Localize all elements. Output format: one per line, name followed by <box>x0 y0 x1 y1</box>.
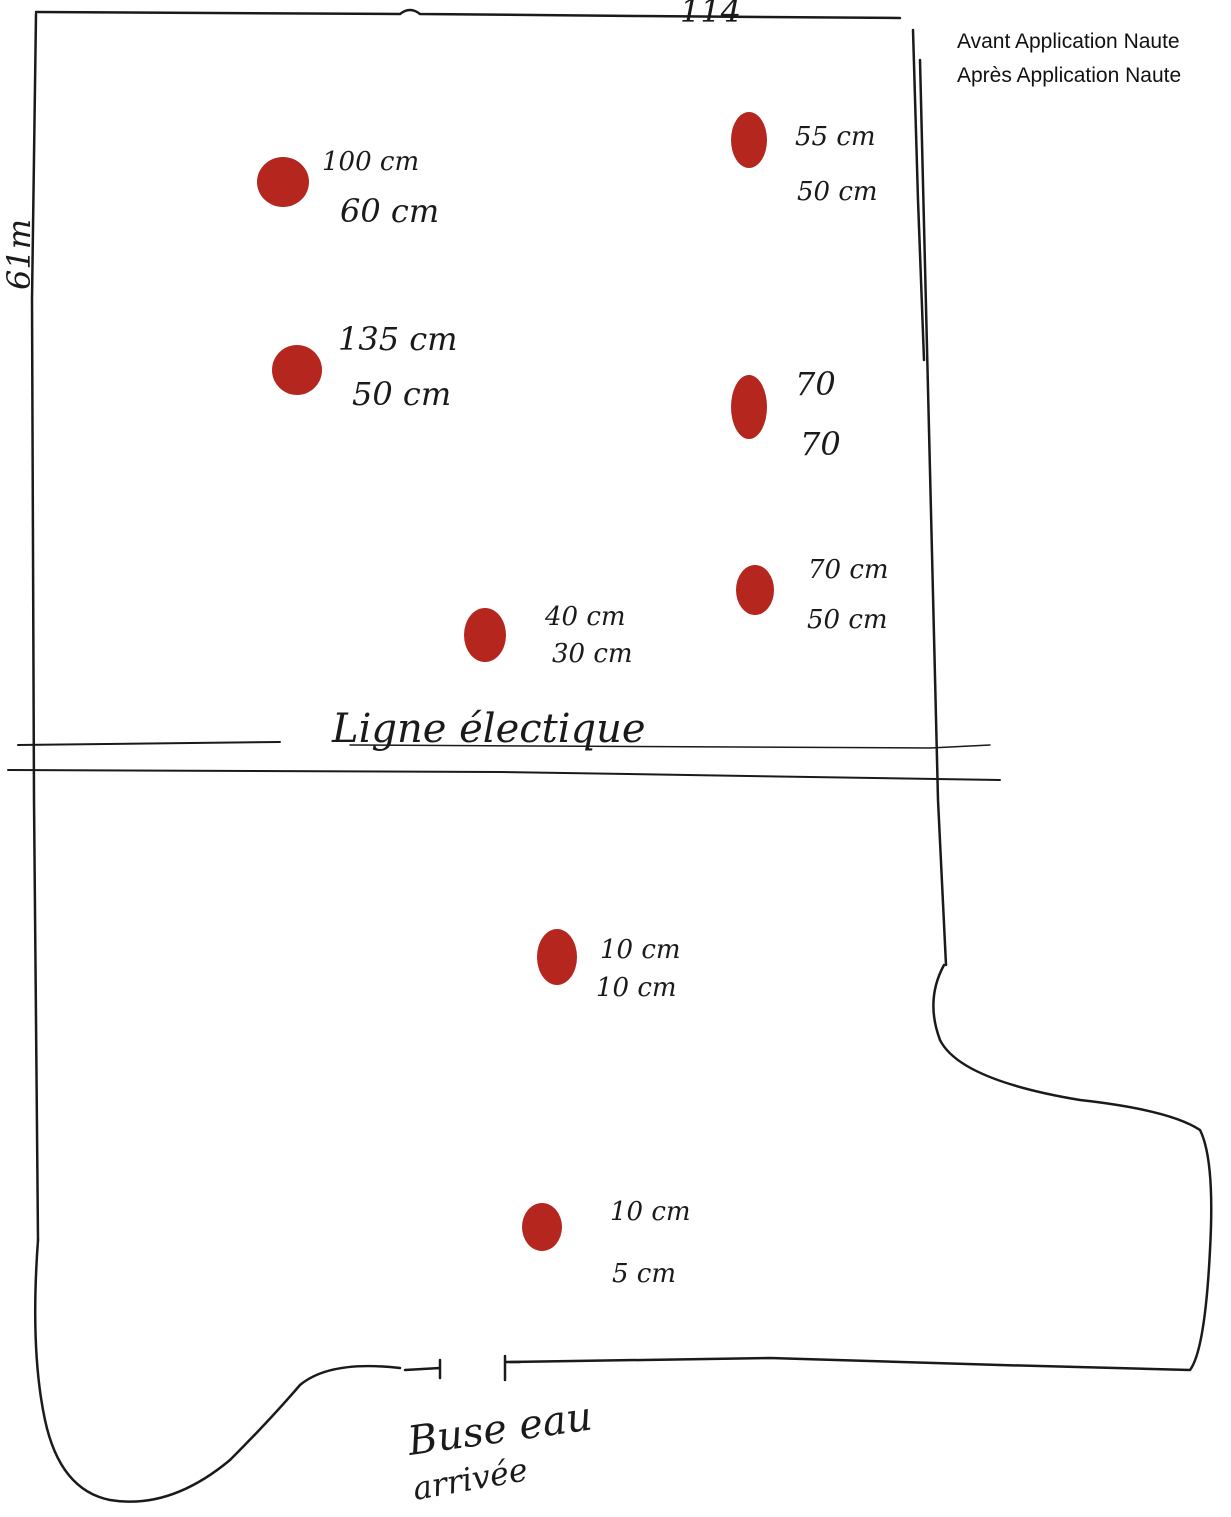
measure-point: 55 cm 50 cm <box>731 112 878 207</box>
measure-point: 100 cm 60 cm <box>257 147 439 230</box>
marker-dot <box>736 565 774 615</box>
value-after: 30 cm <box>552 639 633 669</box>
power-line-label: Ligne électique <box>331 706 646 752</box>
measure-point: 135 cm 50 cm <box>272 320 458 413</box>
legend-after-text: Après Application Naute <box>957 64 1182 87</box>
value-after: 50 cm <box>807 605 888 635</box>
power-line <box>7 741 1001 781</box>
value-after: 50 cm <box>352 375 451 413</box>
marker-dot <box>731 375 767 439</box>
plot-outline <box>30 8 1213 1503</box>
marker-dot <box>522 1203 562 1251</box>
pipe-marker <box>403 1354 522 1382</box>
value-before: 40 cm <box>544 602 626 632</box>
marker-dot <box>537 929 577 985</box>
value-before: 70 cm <box>808 555 889 585</box>
measure-point: 70 cm 50 cm <box>736 555 889 635</box>
legend-before-text: Avant Application Naute <box>957 30 1180 53</box>
value-before: 10 cm <box>610 1197 691 1227</box>
value-after: 5 cm <box>612 1259 676 1289</box>
value-before: 135 cm <box>338 320 458 358</box>
value-after: 10 cm <box>596 973 677 1003</box>
marker-dot <box>272 345 322 395</box>
value-after: 70 <box>800 425 841 463</box>
value-after: 50 cm <box>797 177 878 207</box>
measure-point: 70 70 <box>731 365 841 463</box>
marker-dot <box>731 112 767 168</box>
value-before: 55 cm <box>795 122 876 152</box>
value-before: 100 cm <box>322 147 419 177</box>
top-dimension-label: 114 <box>680 0 741 30</box>
side-dimension-label: 61m <box>0 219 38 290</box>
value-before: 70 <box>795 365 836 403</box>
marker-dot <box>257 157 309 207</box>
value-before: 10 cm <box>600 935 681 965</box>
measure-point: 40 cm 30 cm <box>464 602 633 669</box>
measure-point: 10 cm 10 cm <box>537 929 681 1003</box>
marker-dot <box>464 608 506 662</box>
value-after: 60 cm <box>340 192 439 230</box>
measure-point: 10 cm 5 cm <box>522 1197 691 1289</box>
